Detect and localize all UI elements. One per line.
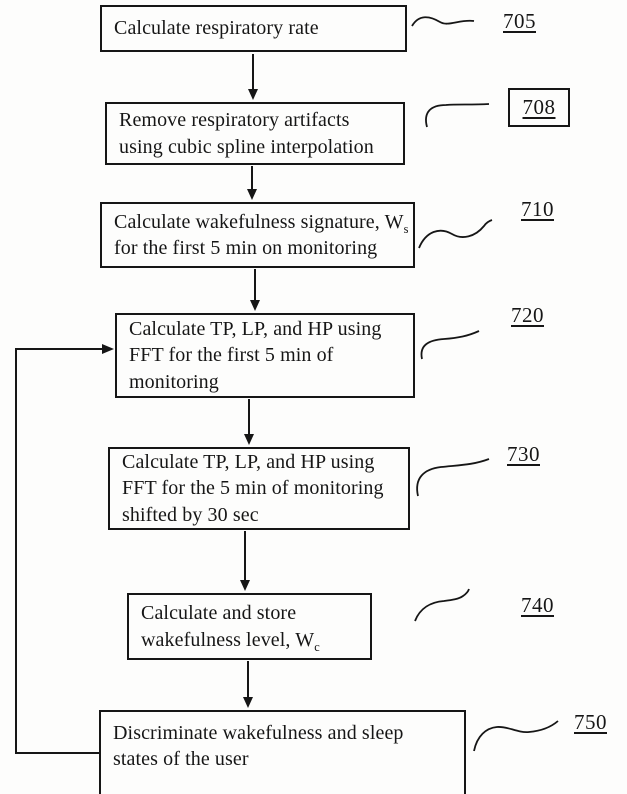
flow-box-fft-shifted-30sec: Calculate TP, LP, and HP using FFT for t…: [108, 447, 410, 530]
ref-numeral-750: 750: [574, 710, 607, 734]
arrow-720-to-730: [244, 399, 254, 445]
ref-numeral-740: 740: [521, 593, 554, 617]
box-750-line1: Discriminate wakefulness and sleep: [113, 722, 404, 744]
box-710-line2: for the first 5 min on monitoring: [114, 237, 378, 259]
flow-box-calculate-respiratory-rate: Calculate respiratory rate: [100, 5, 407, 52]
flow-box-wakefulness-signature: Calculate wakefulness signature, Ws for …: [100, 202, 415, 268]
box-720-line1: Calculate TP, LP, and HP using: [129, 317, 382, 340]
arrow-730-to-740: [240, 531, 250, 591]
leader-squiggle-710: [418, 219, 493, 249]
ref-numeral-710: 710: [521, 197, 554, 221]
subscript-c: c: [314, 639, 320, 654]
box-730-line3: shifted by 30 sec: [122, 503, 259, 526]
ref-numeral-720: 720: [511, 303, 544, 327]
box-708-line1: Remove respiratory artifacts: [119, 109, 350, 132]
leader-squiggle-708: [425, 103, 490, 128]
leader-squiggle-750: [473, 720, 559, 752]
arrow-710-to-720: [250, 269, 260, 311]
box-740-line2: wakefulness level, Wc: [141, 628, 320, 654]
ref-numeral-730: 730: [507, 442, 540, 466]
box-708-line2: using cubic spline interpolation: [119, 135, 374, 158]
leader-squiggle-705: [411, 16, 475, 27]
flow-box-remove-artifacts: Remove respiratory artifacts using cubic…: [105, 102, 405, 165]
box-740-line1: Calculate and store: [141, 602, 297, 625]
box-720-line3: monitoring: [129, 370, 219, 393]
ref-numeral-705: 705: [503, 9, 536, 33]
box-720-line2: FFT for the first 5 min of: [129, 344, 334, 367]
box-730-line2: FFT for the 5 min of monitoring: [122, 477, 384, 500]
flow-box-discriminate-states: Discriminate wakefulness and sleep state…: [99, 710, 466, 794]
flow-box-store-wakefulness-level: Calculate and store wakefulness level, W…: [127, 593, 372, 660]
leader-squiggle-730: [416, 458, 490, 497]
box-705-line1: Calculate respiratory rate: [114, 17, 319, 40]
flow-box-fft-first-5min: Calculate TP, LP, and HP using FFT for t…: [115, 313, 415, 398]
arrow-705-to-708: [248, 54, 258, 100]
box-730-line1: Calculate TP, LP, and HP using: [122, 450, 375, 473]
arrow-708-to-710: [247, 166, 257, 200]
arrow-740-to-750: [243, 661, 253, 708]
leader-squiggle-720: [420, 330, 480, 360]
box-710-line1: Calculate wakefulness signature, Ws: [114, 210, 409, 236]
feedback-edge-750-to-720: [15, 344, 114, 754]
ref-numeral-708: 708: [508, 88, 570, 127]
box-750-line2: states of the user: [113, 748, 249, 771]
subscript-s: s: [403, 221, 409, 236]
leader-squiggle-740: [414, 588, 470, 622]
